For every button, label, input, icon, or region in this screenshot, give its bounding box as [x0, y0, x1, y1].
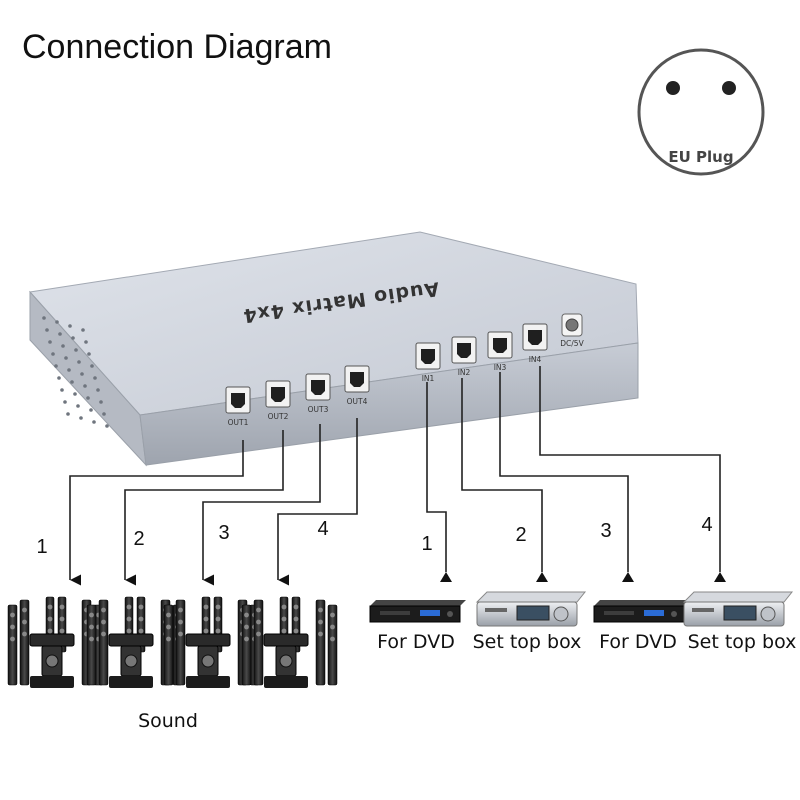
input-ports: IN1 IN2 IN3 IN4 — [415, 323, 548, 383]
source-label: For DVD — [377, 631, 455, 653]
output-connector — [277, 418, 358, 586]
port-label: OUT2 — [268, 412, 289, 421]
input-connector — [539, 366, 721, 572]
page-title: Connection Diagram — [22, 28, 332, 66]
vent-hole — [76, 404, 80, 408]
optical-port: IN4 — [522, 323, 548, 364]
port-label: OUT1 — [228, 418, 249, 427]
output-number: 3 — [218, 522, 229, 544]
optical-port: OUT1 — [225, 386, 251, 427]
output-connector — [124, 430, 284, 586]
dvd-player-icon — [593, 600, 690, 623]
port-label: OUT4 — [347, 397, 368, 406]
source-label: For DVD — [599, 631, 677, 653]
eu-plug-label: EU Plug — [668, 148, 733, 166]
port-label: IN2 — [458, 368, 471, 377]
speaker-sets — [7, 596, 338, 688]
optical-port: IN2 — [451, 336, 477, 377]
output-connector — [202, 424, 321, 586]
vent-hole — [54, 364, 58, 368]
input-number: 4 — [701, 514, 712, 536]
eu-plug-icon: EU Plug — [637, 48, 765, 176]
dvd-player-icon — [369, 600, 466, 623]
source-label: Set top box — [473, 631, 582, 653]
vent-hole — [70, 380, 74, 384]
vent-hole — [67, 368, 71, 372]
vent-hole — [42, 316, 46, 320]
set-top-box-icon — [682, 591, 794, 627]
input-connector — [461, 378, 543, 572]
vent-hole — [89, 408, 93, 412]
source-label: Set top box — [688, 631, 797, 653]
output-connector — [69, 440, 244, 586]
input-connector — [426, 382, 447, 572]
output-number: 2 — [133, 528, 144, 550]
vent-hole — [99, 400, 103, 404]
vent-hole — [71, 336, 75, 340]
output-number: 1 — [36, 536, 47, 558]
side-vents — [42, 316, 109, 428]
vent-hole — [83, 384, 87, 388]
vent-hole — [57, 376, 61, 380]
up-arrow-icon — [536, 572, 548, 582]
vent-hole — [80, 372, 84, 376]
optical-port: OUT4 — [344, 365, 370, 406]
speaker-set-icon — [241, 596, 338, 688]
vent-hole — [93, 376, 97, 380]
port-label: IN1 — [422, 374, 435, 383]
up-arrow-icon — [714, 572, 726, 582]
power-label: DC/5V — [560, 339, 584, 348]
source-devices: For DVD Set top box For DVD Set top box — [369, 591, 797, 653]
vent-hole — [45, 328, 49, 332]
vent-hole — [84, 340, 88, 344]
optical-port: OUT2 — [265, 380, 291, 421]
vent-hole — [66, 412, 70, 416]
input-connector — [499, 372, 629, 572]
input-number: 3 — [600, 520, 611, 542]
vent-hole — [96, 388, 100, 392]
optical-port: IN1 — [415, 342, 441, 383]
output-ports: OUT1 OUT2 OUT3 OUT4 — [225, 365, 370, 427]
sound-label: Sound — [138, 710, 198, 732]
input-number: 1 — [421, 533, 432, 555]
vent-hole — [79, 416, 83, 420]
vent-hole — [87, 352, 91, 356]
vent-hole — [74, 348, 78, 352]
vent-hole — [60, 388, 64, 392]
power-jack: DC/5V — [560, 313, 585, 348]
vent-hole — [64, 356, 68, 360]
port-label: OUT3 — [308, 405, 329, 414]
vent-hole — [92, 420, 96, 424]
port-label: IN4 — [529, 355, 542, 364]
optical-port: OUT3 — [305, 373, 331, 414]
input-number: 2 — [515, 524, 526, 546]
vent-hole — [51, 352, 55, 356]
connector-lines — [69, 366, 726, 586]
vent-hole — [61, 344, 65, 348]
speaker-set-icon — [86, 596, 183, 688]
up-arrow-icon — [440, 572, 452, 582]
vent-hole — [55, 320, 59, 324]
vent-hole — [81, 328, 85, 332]
set-top-box-icon — [475, 591, 587, 627]
vent-hole — [68, 324, 72, 328]
vent-hole — [105, 424, 109, 428]
vent-hole — [63, 400, 67, 404]
up-arrow-icon — [622, 572, 634, 582]
vent-hole — [86, 396, 90, 400]
vent-hole — [58, 332, 62, 336]
output-number: 4 — [317, 518, 328, 540]
port-label: IN3 — [494, 363, 507, 372]
vent-hole — [73, 392, 77, 396]
optical-port: IN3 — [487, 331, 513, 372]
vent-hole — [77, 360, 81, 364]
vent-hole — [90, 364, 94, 368]
vent-hole — [102, 412, 106, 416]
vent-hole — [48, 340, 52, 344]
connection-numbers: 1 2 3 4 1 2 3 4 — [36, 514, 712, 558]
